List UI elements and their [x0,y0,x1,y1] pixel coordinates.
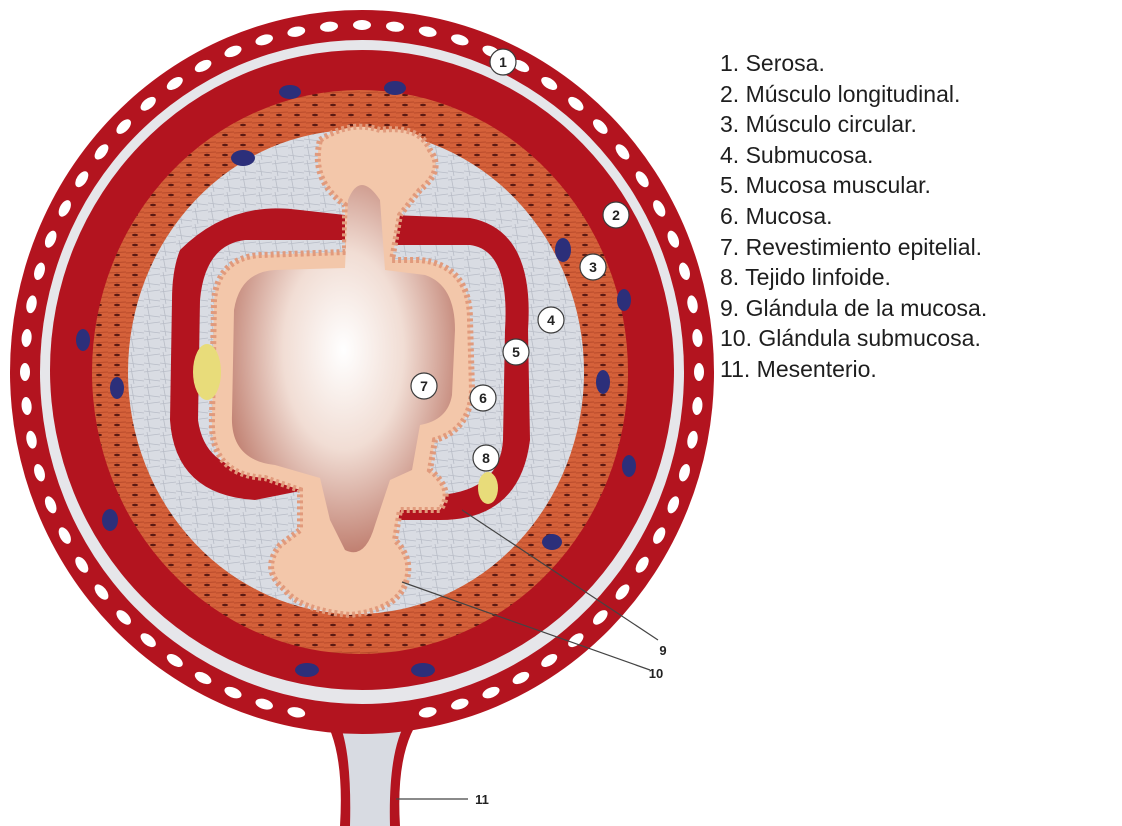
callout-2: 2 [603,202,629,228]
serosa-cell [353,20,371,30]
callout-5-label: 5 [512,344,520,360]
callout-11-label: 11 [475,792,489,807]
legend-item-10: 10. Glándula submucosa. [720,323,987,354]
callout-6: 6 [470,385,496,411]
legend-item-7: 7. Revestimiento epitelial. [720,232,987,263]
callout-4-label: 4 [547,312,555,328]
legend-item-3: 3. Músculo circular. [720,109,987,140]
legend-item-11: 11. Mesenterio. [720,354,987,385]
serosa-cell [694,363,704,381]
legend-item-2: 2. Músculo longitudinal. [720,79,987,110]
legend-list: 1. Serosa. 2. Músculo longitudinal. 3. M… [720,48,987,385]
legend-item-5: 5. Mucosa muscular. [720,170,987,201]
legend-item-9: 9. Glándula de la mucosa. [720,293,987,324]
callout-1: 1 [490,49,516,75]
lymphoid-tissue-small [478,472,498,504]
callout-7-label: 7 [420,378,428,394]
legend-item-4: 4. Submucosa. [720,140,987,171]
callout-4: 4 [538,307,564,333]
legend-item-8: 8. Tejido linfoide. [720,262,987,293]
legend-item-1: 1. Serosa. [720,48,987,79]
callout-6-label: 6 [479,390,487,406]
callout-8: 8 [473,445,499,471]
callout-3-label: 3 [589,259,597,275]
callout-3: 3 [580,254,606,280]
callout-10-label: 10 [649,666,663,681]
callout-1-label: 1 [499,54,507,70]
callout-8-label: 8 [482,450,490,466]
callout-7: 7 [411,373,437,399]
callout-2-label: 2 [612,207,620,223]
callout-5: 5 [503,339,529,365]
callout-9-label: 9 [659,643,666,658]
legend-item-6: 6. Mucosa. [720,201,987,232]
serosa-cell [20,363,30,381]
lymphoid-tissue [193,344,221,400]
